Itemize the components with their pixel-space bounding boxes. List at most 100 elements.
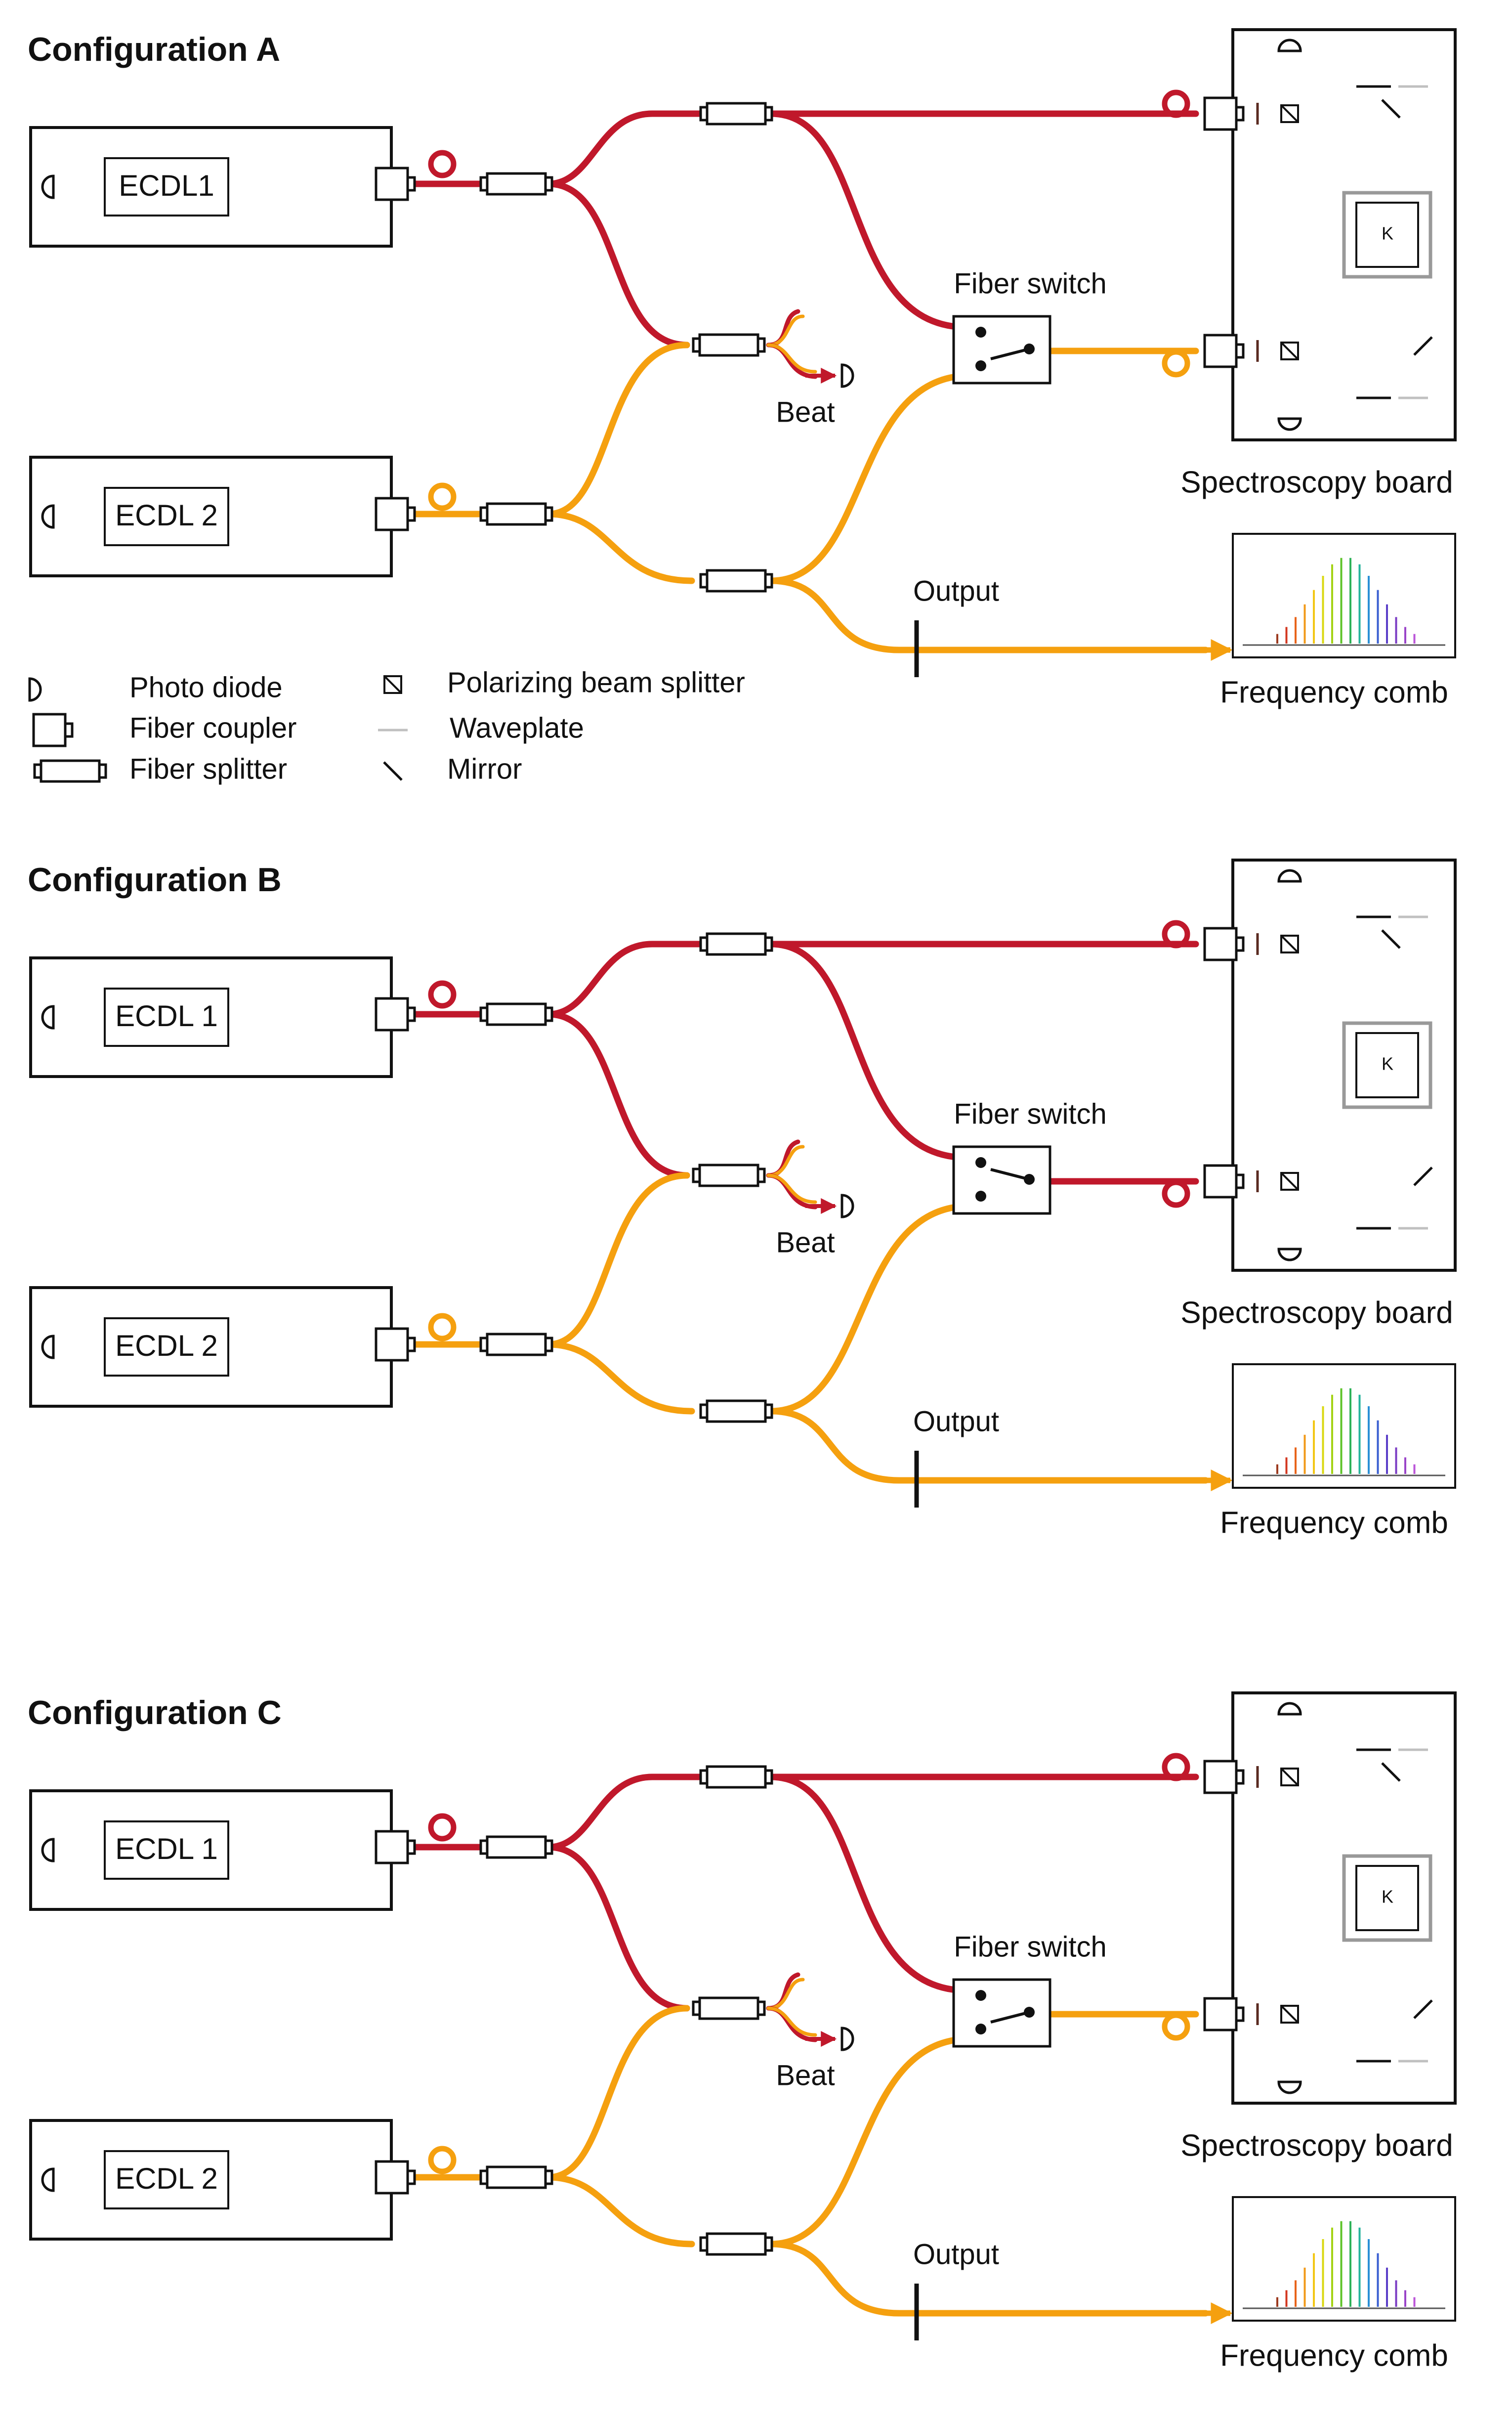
- legend-fiber-splitter-label: Fiber splitter: [129, 753, 287, 785]
- fiber-switch-box: [952, 315, 1051, 385]
- fiber-coupler-body: [1203, 96, 1238, 131]
- beat-fiber-orange: [766, 314, 805, 347]
- fiber-red-to-beat-splitter: [545, 180, 690, 348]
- fiber-splitter-end-left: [479, 1337, 489, 1352]
- fiber-loop-board-top: [1162, 1753, 1190, 1781]
- frequency-comb-panel: [1232, 2196, 1456, 2322]
- fiber-splitter-end-left: [479, 176, 489, 192]
- switch-terminal-lower: [975, 2024, 986, 2034]
- fiber-coupler-nub: [406, 506, 416, 522]
- fiber-orange-to-output: [767, 1408, 1209, 1484]
- fiber-splitter-body: [486, 172, 547, 196]
- board-coupler-top-icon: [1203, 927, 1245, 961]
- board-photodiode-bottom-icon: [1277, 417, 1302, 431]
- ecdl1-label: ECDL 1: [115, 1832, 218, 1865]
- fiber-splitter-body: [698, 333, 759, 357]
- fiber-loop-ecdl2: [428, 1313, 457, 1341]
- splitter-upper-icon: [699, 932, 773, 956]
- fiber-coupler-nub: [1235, 1173, 1245, 1189]
- fiber-splitter-end-left: [479, 506, 489, 522]
- fiber-switch-label: Fiber switch: [954, 267, 1106, 300]
- board-coupler-bottom-icon: [1203, 1164, 1245, 1199]
- switch-lever: [990, 1168, 1030, 1181]
- fiber-loop-board-bottom: [1162, 1179, 1190, 1208]
- fiber-splitter-end-right: [544, 506, 553, 522]
- board-mirror-top-icon: [1381, 929, 1401, 949]
- fiber-splitter-end-right: [544, 1337, 553, 1352]
- spectroscopy-board-label: Spectroscopy board: [1180, 1296, 1453, 1330]
- fiber-orange-to-switch: [767, 2035, 969, 2247]
- fiber-splitter-end-right: [764, 573, 773, 589]
- fiber-splitter-body: [486, 502, 547, 526]
- ecdl1-label: ECDL 1: [115, 999, 218, 1033]
- board-mirror-bottom-icon: [1413, 1999, 1433, 2019]
- board-pbs-top-icon: [1280, 935, 1299, 953]
- legend-fiber-splitter-icon: [33, 759, 107, 783]
- fiber-loop-board-bottom: [1162, 2012, 1190, 2041]
- pbs-diagonal: [1280, 1172, 1299, 1191]
- vapor-cell-inner: [1355, 1865, 1419, 1931]
- fiber-red-to-upper-splitter: [545, 110, 705, 187]
- ecdl2-fiber-coupler-icon: [375, 1327, 416, 1362]
- ecdl2-photodiode-icon: [41, 2167, 55, 2192]
- fiber-coupler-nub: [406, 1006, 416, 1022]
- pbs-diagonal: [1280, 104, 1299, 123]
- vapor-cell-label: K: [1382, 1887, 1393, 1907]
- fiber-coupler-body: [375, 167, 409, 201]
- fiber-splitter-end-left: [699, 106, 709, 122]
- frequency-comb-panel: [1232, 1363, 1456, 1489]
- beat-label: Beat: [776, 396, 835, 428]
- splitter-upper-icon: [699, 1765, 773, 1789]
- splitter-beat-icon: [692, 333, 766, 357]
- fiber-splitter-body: [486, 1333, 547, 1356]
- board-mirror-top-icon: [1381, 99, 1401, 119]
- fiber-splitter-body: [706, 569, 767, 593]
- fiber-splitter-body: [698, 1164, 759, 1187]
- fiber-splitter-body: [706, 102, 767, 126]
- beat-label: Beat: [776, 2059, 835, 2091]
- fiber-splitter-body: [486, 2165, 547, 2189]
- ecdl1-photodiode-icon: [41, 1838, 55, 1862]
- fiber-red-to-upper-splitter: [545, 1773, 705, 1851]
- fiber-splitter-end-right: [544, 1839, 553, 1855]
- fiber-splitter-body: [706, 1399, 767, 1423]
- fiber-orange-to-beat-splitter: [545, 342, 690, 518]
- splitter-ecdl1-icon: [479, 1002, 553, 1026]
- fiber-splitter-end-left: [699, 573, 709, 589]
- fiber-loop-ecdl2: [428, 482, 457, 511]
- pbs-diagonal: [383, 675, 402, 694]
- fiber-splitter-body: [486, 1835, 547, 1859]
- fiber-splitter-end-left: [692, 337, 701, 353]
- legend-photo-diode-label: Photo diode: [129, 671, 283, 703]
- ecdl2-photodiode-icon: [41, 1335, 55, 1359]
- fiber-orange-to-beat-splitter: [545, 2005, 690, 2181]
- board-mirror-top-icon: [1381, 1762, 1401, 1782]
- ecdl2-laser-box: [104, 487, 229, 546]
- ecdl1-laser-box: [104, 988, 229, 1047]
- fiber-splitter-end-right: [544, 1006, 553, 1022]
- fiber-splitter-end-left: [479, 2169, 489, 2185]
- ecdl1-fiber-coupler-icon: [375, 997, 416, 1032]
- fiber-coupler-nub: [406, 2169, 416, 2185]
- fiber-orange-to-output: [767, 2241, 1209, 2317]
- fiber-splitter-body: [706, 1765, 767, 1789]
- beat-photodiode-icon: [840, 2027, 854, 2051]
- splitter-ecdl2-icon: [479, 2165, 553, 2189]
- board-pbs-bottom-icon: [1280, 1172, 1299, 1191]
- splitter-upper-icon: [699, 102, 773, 126]
- fiber-splitter-end-right: [98, 763, 107, 779]
- fiber-red-to-beat-splitter: [545, 1844, 690, 2012]
- legend-pbs-icon: [383, 675, 402, 694]
- fiber-switch-box: [952, 1978, 1051, 2048]
- vapor-cell-outer: [1342, 191, 1432, 279]
- splitter-ecdl1-icon: [479, 172, 553, 196]
- beat-fiber-orange: [766, 1978, 805, 2010]
- splitter-lower-icon: [699, 1399, 773, 1423]
- vapor-cell-label: K: [1382, 223, 1393, 244]
- ecdl1-fiber-coupler-icon: [375, 167, 416, 201]
- board-coupler-bottom-icon: [1203, 334, 1245, 368]
- fiber-red-to-beat-splitter: [545, 1011, 690, 1179]
- pbs-diagonal: [1280, 342, 1299, 360]
- pbs-diagonal: [1280, 2005, 1299, 2024]
